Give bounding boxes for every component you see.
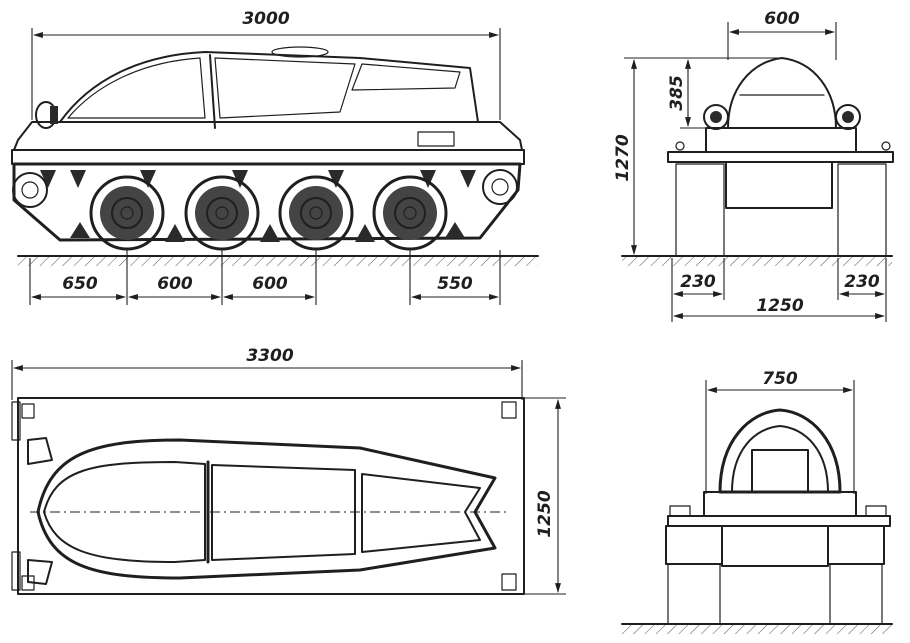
front-view: [621, 22, 894, 322]
dim-side-length: 3000: [242, 9, 289, 29]
dim-wheel-spacing-3: 600: [252, 274, 288, 294]
top-view: [11, 360, 566, 595]
dim-wheel-spacing-1: 650: [62, 274, 98, 294]
dim-front-dome-height: 385: [667, 75, 687, 111]
dim-wheel-spacing-4: 550: [437, 274, 473, 294]
rear-view: [621, 380, 893, 634]
road-wheels: [89, 175, 448, 251]
dim-front-track-left: 230: [680, 272, 716, 292]
dim-front-total-width: 1250: [756, 296, 803, 316]
dim-top-length: 3300: [246, 346, 293, 366]
dim-front-cabin-width: 600: [764, 9, 800, 29]
dim-top-width: 1250: [535, 490, 555, 537]
dim-front-track-right: 230: [844, 272, 880, 292]
dim-front-total-height: 1270: [613, 134, 633, 181]
side-view: [11, 28, 539, 305]
dim-wheel-spacing-2: 600: [157, 274, 193, 294]
dim-rear-cabin-width: 750: [762, 369, 798, 389]
